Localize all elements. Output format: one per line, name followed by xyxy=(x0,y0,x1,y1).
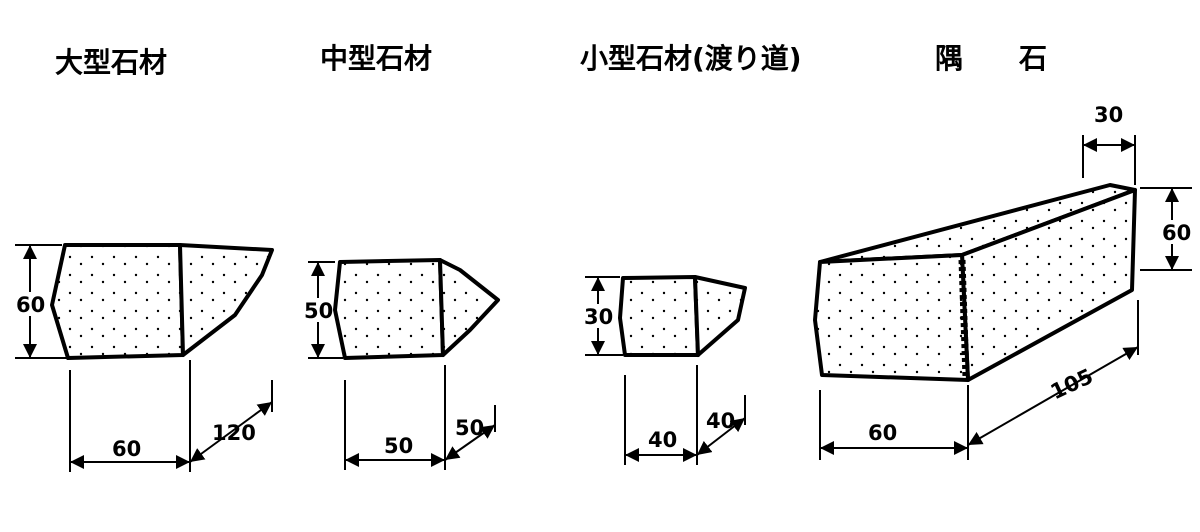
small-stone xyxy=(585,275,747,465)
medium-height-label: 50 xyxy=(304,299,333,323)
title-medium-stone: 中型石材 xyxy=(320,42,432,75)
medium-depth-label: 50 xyxy=(455,416,484,440)
large-depth-label: 120 xyxy=(212,421,256,445)
medium-stone xyxy=(308,258,500,470)
large-width-label: 60 xyxy=(112,437,141,461)
corner-stone xyxy=(813,135,1192,460)
medium-width-label: 50 xyxy=(384,434,413,458)
corner-top-label: 30 xyxy=(1094,103,1123,127)
title-small-stone: 小型石材(渡り道) xyxy=(580,42,802,75)
small-width-label: 40 xyxy=(648,428,677,452)
large-height-label: 60 xyxy=(16,293,45,317)
small-depth-label: 40 xyxy=(706,409,735,433)
title-large-stone: 大型石材 xyxy=(55,46,167,79)
corner-height-label: 60 xyxy=(1162,221,1191,245)
large-stone xyxy=(15,243,274,472)
corner-length-label: 105 xyxy=(1047,364,1097,404)
title-corner-stone: 隅 石 xyxy=(935,42,1047,75)
small-height-label: 30 xyxy=(584,305,613,329)
corner-width-label: 60 xyxy=(868,421,897,445)
